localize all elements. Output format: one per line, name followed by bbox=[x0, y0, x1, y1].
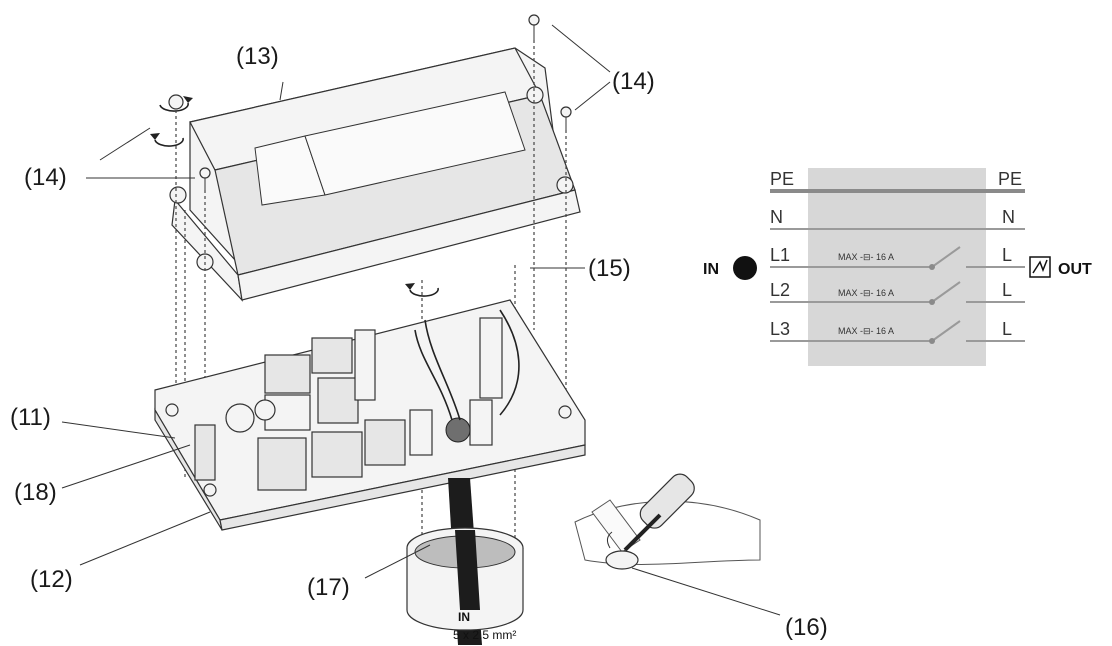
terminal-left-n: N bbox=[770, 207, 783, 227]
callout-12: (12) bbox=[30, 566, 73, 593]
terminal-right-l1: L bbox=[1002, 245, 1012, 265]
in-label: IN bbox=[703, 261, 719, 278]
callout-15: (15) bbox=[588, 255, 631, 282]
callout-14-left: (14) bbox=[24, 164, 67, 191]
callout-18: (18) bbox=[14, 479, 57, 506]
callout-14-right: (14) bbox=[612, 68, 655, 95]
callout-13: (13) bbox=[236, 43, 279, 70]
fuse-label-l3: MAX -⊟- 16 A bbox=[838, 326, 894, 336]
base-plate bbox=[154, 299, 586, 531]
terminal-right-l3: L bbox=[1002, 319, 1012, 339]
callout-11: (11) bbox=[10, 404, 51, 431]
fuse-label-l1: MAX -⊟- 16 A bbox=[838, 252, 894, 262]
callout-16: (16) bbox=[785, 614, 828, 641]
terminal-right-n: N bbox=[1002, 207, 1015, 227]
filled-circle-icon bbox=[733, 256, 757, 280]
terminal-right-pe: PE bbox=[998, 169, 1022, 189]
callout-17: (17) bbox=[307, 574, 350, 601]
out-label: OUT bbox=[1058, 261, 1092, 278]
leader-lines bbox=[61, 24, 781, 616]
screw-icon bbox=[168, 14, 572, 190]
terminal-left-l1: L1 bbox=[770, 245, 790, 265]
fuse-label-l2: MAX -⊟- 16 A bbox=[838, 288, 894, 298]
terminal-left-l3: L3 bbox=[770, 319, 790, 339]
ac-wave-box-icon bbox=[1029, 256, 1051, 278]
terminal-left-l2: L2 bbox=[770, 280, 790, 300]
housing-cover bbox=[169, 47, 581, 302]
screwdriver-icon bbox=[574, 473, 761, 570]
terminal-left-pe: PE bbox=[770, 169, 794, 189]
cable-entry-box bbox=[406, 478, 524, 645]
wiring-schematic bbox=[770, 168, 1025, 366]
terminal-right-l2: L bbox=[1002, 280, 1012, 300]
cable-spec-label: 5 x 2.5 mm² bbox=[453, 628, 516, 642]
cable-in-label: IN bbox=[458, 610, 470, 624]
